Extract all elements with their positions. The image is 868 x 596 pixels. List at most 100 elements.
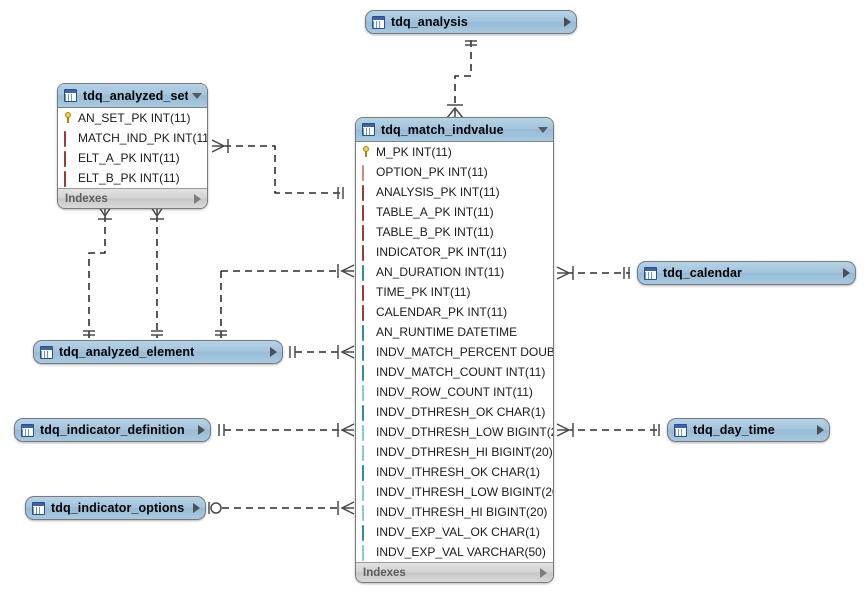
cyan-filled-diamond-icon xyxy=(360,365,372,381)
column-row[interactable]: INDICATOR_PK INT(11) xyxy=(356,242,553,262)
table-icon xyxy=(32,501,45,515)
red-filled-diamond-icon xyxy=(360,305,372,321)
red-filled-diamond-icon xyxy=(62,151,74,167)
column-row[interactable]: INDV_ITHRESH_LOW BIGINT(20) xyxy=(356,482,553,502)
column-row[interactable]: INDV_DTHRESH_OK CHAR(1) xyxy=(356,402,553,422)
cyan-filled-diamond-icon xyxy=(360,345,372,361)
table-tdq-indicator-definition[interactable]: tdq_indicator_definition xyxy=(14,418,211,442)
card-one-element-c xyxy=(215,330,227,336)
card-one-calendar xyxy=(623,267,630,279)
table-tdq-calendar[interactable]: tdq_calendar xyxy=(637,261,856,285)
table-header[interactable]: tdq_calendar xyxy=(638,262,855,284)
cyan-filled-diamond-icon xyxy=(360,465,372,481)
column-list: M_PK INT(11) OPTION_PK INT(11)ANALYSIS_PK… xyxy=(356,142,553,562)
cyan-hollow-diamond-icon xyxy=(360,445,372,461)
column-name: INDV_MATCH_PERCENT DOUBLE xyxy=(376,345,554,359)
column-row[interactable]: TIME_PK INT(11) xyxy=(356,282,553,302)
red-filled-diamond-icon xyxy=(360,225,372,241)
cyan-filled-diamond-icon xyxy=(360,405,372,421)
card-one-element-right xyxy=(289,346,296,358)
column-row[interactable]: OPTION_PK INT(11) xyxy=(356,162,553,182)
caret-down-icon[interactable] xyxy=(192,92,202,99)
red-filled-diamond-icon xyxy=(360,245,372,261)
caret-right-icon[interactable] xyxy=(540,567,547,578)
column-name: INDV_DTHRESH_HI BIGINT(20) xyxy=(376,445,553,459)
caret-right-icon[interactable] xyxy=(843,268,850,278)
table-tdq-indicator-options[interactable]: tdq_indicator_options xyxy=(25,496,206,520)
column-row[interactable]: INDV_MATCH_PERCENT DOUBLE xyxy=(356,342,553,362)
crowfoot-matchindvalue-271 xyxy=(337,264,355,278)
caret-right-icon[interactable] xyxy=(193,503,200,513)
column-name: INDV_EXP_VAL VARCHAR(50) xyxy=(376,545,546,559)
column-row[interactable]: INDV_ITHRESH_HI BIGINT(20) xyxy=(356,502,553,522)
column-row[interactable]: INDV_DTHRESH_LOW BIGINT(20) xyxy=(356,422,553,442)
caret-right-icon[interactable] xyxy=(194,193,201,204)
column-name: INDV_ITHRESH_HI BIGINT(20) xyxy=(376,505,548,519)
caret-right-icon[interactable] xyxy=(198,425,205,435)
column-row[interactable]: TABLE_B_PK INT(11) xyxy=(356,222,553,242)
indexes-footer[interactable]: Indexes xyxy=(58,188,207,208)
caret-right-icon[interactable] xyxy=(564,17,571,27)
column-row[interactable]: ELT_B_PK INT(11) xyxy=(58,168,207,188)
table-header[interactable]: tdq_analysis xyxy=(366,11,576,33)
table-header[interactable]: tdq_analyzed_set xyxy=(58,84,207,108)
link-analyzedset-element-a xyxy=(88,215,106,338)
table-header[interactable]: tdq_indicator_definition xyxy=(15,419,210,441)
table-name: tdq_calendar xyxy=(663,266,743,280)
column-list: AN_SET_PK INT(11) MATCH_IND_PK INT(11) E… xyxy=(58,108,207,188)
column-name: INDV_ITHRESH_LOW BIGINT(20) xyxy=(376,485,554,499)
table-tdq-day-time[interactable]: tdq_day_time xyxy=(667,418,830,442)
cyan-hollow-diamond-icon xyxy=(360,485,372,501)
indexes-label: Indexes xyxy=(65,192,108,205)
table-tdq-analyzed-element[interactable]: tdq_analyzed_element xyxy=(33,340,283,364)
caret-down-icon[interactable] xyxy=(538,126,548,133)
table-header[interactable]: tdq_day_time xyxy=(668,419,829,441)
column-name: AN_DURATION INT(11) xyxy=(376,265,505,279)
table-header[interactable]: tdq_indicator_options xyxy=(26,497,205,519)
red-hollow-diamond-icon xyxy=(360,165,372,181)
link-analysis-matchindvalue xyxy=(454,40,472,113)
column-row[interactable]: AN_DURATION INT(11) xyxy=(356,262,553,282)
table-header[interactable]: tdq_analyzed_element xyxy=(34,341,282,363)
column-row[interactable]: INDV_EXP_VAL_OK CHAR(1) xyxy=(356,522,553,542)
table-icon xyxy=(21,423,34,437)
column-name: INDV_MATCH_COUNT INT(11) xyxy=(376,365,546,379)
caret-right-icon[interactable] xyxy=(817,425,824,435)
column-row[interactable]: INDV_DTHRESH_HI BIGINT(20) xyxy=(356,442,553,462)
indexes-footer[interactable]: Indexes xyxy=(356,562,553,582)
column-row[interactable]: ELT_A_PK INT(11) xyxy=(58,148,207,168)
column-row[interactable]: AN_RUNTIME DATETIME xyxy=(356,322,553,342)
column-name: MATCH_IND_PK INT(11) xyxy=(78,131,208,145)
column-row[interactable]: INDV_EXP_VAL VARCHAR(50) xyxy=(356,542,553,562)
table-tdq-analysis[interactable]: tdq_analysis xyxy=(365,10,577,34)
red-filled-diamond-icon xyxy=(360,205,372,221)
cyan-filled-diamond-icon xyxy=(360,325,372,341)
column-row[interactable]: ANALYSIS_PK INT(11) xyxy=(356,182,553,202)
column-row[interactable]: M_PK INT(11) xyxy=(356,142,553,162)
table-name: tdq_day_time xyxy=(693,423,775,437)
column-row[interactable]: INDV_MATCH_COUNT INT(11) xyxy=(356,362,553,382)
red-filled-diamond-icon xyxy=(62,131,74,147)
red-filled-diamond-icon xyxy=(62,171,74,187)
key-icon xyxy=(62,112,74,124)
cyan-hollow-diamond-icon xyxy=(360,545,372,561)
column-name: M_PK INT(11) xyxy=(376,145,452,159)
column-row[interactable]: CALENDAR_PK INT(11) xyxy=(356,302,553,322)
table-header[interactable]: tdq_match_indvalue xyxy=(356,118,553,142)
card-one-element-a xyxy=(83,330,95,336)
table-name: tdq_indicator_options xyxy=(51,501,185,515)
table-tdq-match-indvalue[interactable]: tdq_match_indvalue M_PK INT(11) OPTION_PK… xyxy=(355,117,554,583)
column-row[interactable]: INDV_ROW_COUNT INT(11) xyxy=(356,382,553,402)
cyan-filled-diamond-icon xyxy=(360,525,372,541)
column-row[interactable]: INDV_ITHRESH_OK CHAR(1) xyxy=(356,462,553,482)
table-icon xyxy=(674,423,687,437)
column-row[interactable]: TABLE_A_PK INT(11) xyxy=(356,202,553,222)
card-one-daytime xyxy=(653,424,660,436)
table-tdq-analyzed-set[interactable]: tdq_analyzed_set AN_SET_PK INT(11) MATCH… xyxy=(57,83,208,209)
column-row[interactable]: MATCH_IND_PK INT(11) xyxy=(58,128,207,148)
caret-right-icon[interactable] xyxy=(270,347,277,357)
column-row[interactable]: AN_SET_PK INT(11) xyxy=(58,108,207,128)
table-icon xyxy=(64,89,77,102)
table-icon xyxy=(372,15,385,29)
